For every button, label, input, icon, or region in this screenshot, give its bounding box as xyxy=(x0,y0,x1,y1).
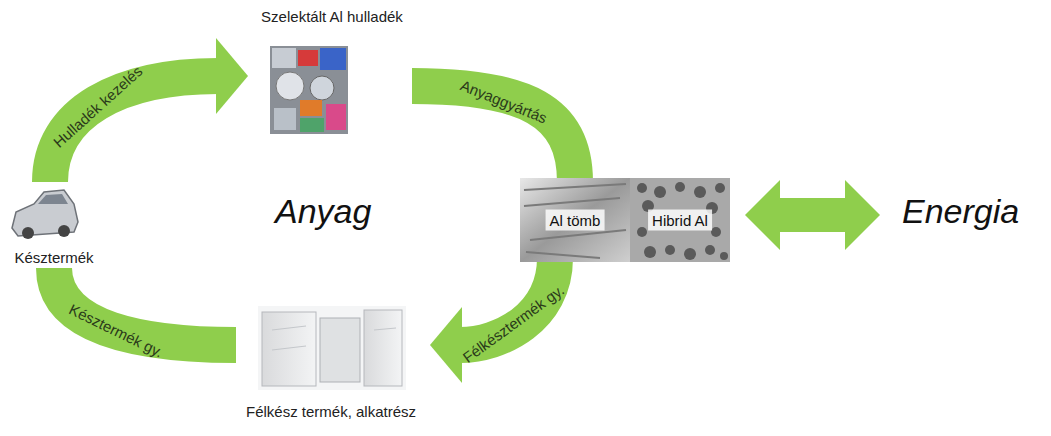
car-picture xyxy=(12,190,78,239)
picture-node: Hibrid Al xyxy=(630,178,730,262)
arrow-head xyxy=(430,307,462,383)
node-caption: Szelektált Al hulladék xyxy=(248,8,416,25)
arrow-head xyxy=(216,38,248,114)
flow-arrow xyxy=(430,258,555,383)
double-arrow xyxy=(745,180,880,250)
material-pictures xyxy=(520,178,730,262)
node-caption: Késztermék xyxy=(2,249,106,266)
picture-node: Késztermék xyxy=(2,182,106,268)
picture-node: Szelektált Al hulladék xyxy=(248,6,416,136)
node-caption: Félkész termék, alkatrész xyxy=(232,403,430,420)
section-title: Anyag xyxy=(275,192,371,231)
section-title: Energia xyxy=(902,192,1019,231)
picture-node: Félkész termék, alkatrész xyxy=(232,300,430,422)
panel-picture xyxy=(258,306,406,390)
arrow-label: Hulladék kezelés xyxy=(50,62,146,151)
material-label: Hibrid Al xyxy=(648,210,712,231)
flow-arrow xyxy=(50,38,248,182)
picture-node: Al tömb xyxy=(520,178,630,262)
material-label: Al tömb xyxy=(546,210,605,231)
arrow-label: Késztermék gy. xyxy=(66,300,165,360)
arrow-label: Félkésztermék gy. xyxy=(459,281,567,366)
scrap-picture xyxy=(270,46,348,134)
arrow-label: Anyaggyártás xyxy=(458,76,549,126)
